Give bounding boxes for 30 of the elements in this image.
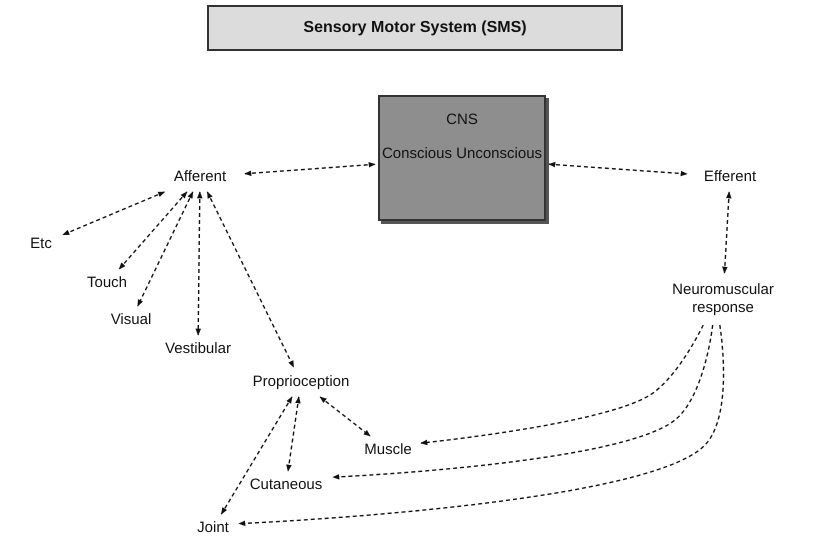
arrow [62, 191, 166, 236]
arrow [220, 396, 293, 515]
title-bar [207, 5, 623, 51]
box-text: Conscious Unconscious [382, 145, 542, 163]
cns-box [378, 95, 546, 221]
arrow [244, 162, 376, 176]
arrow [420, 324, 704, 446]
arrow [137, 191, 194, 307]
node-label: Muscle [364, 441, 412, 459]
node-label: Joint [197, 519, 229, 537]
node-label: Afferent [174, 168, 226, 186]
arrow [206, 191, 294, 368]
node-label: Vestibular [165, 340, 231, 358]
node-label: Efferent [704, 168, 756, 186]
arrow [195, 191, 203, 336]
node-label: Neuromuscular response [671, 281, 775, 317]
node-label: Visual [110, 311, 152, 329]
label-text: Sensory Motor System (SMS) [303, 18, 527, 38]
arrow [722, 191, 732, 274]
arrow [286, 396, 301, 472]
arrow [548, 162, 688, 176]
node-label: Etc [30, 235, 52, 253]
arrow [238, 324, 724, 526]
node-label: Cutaneous [250, 476, 322, 494]
arrow [320, 396, 371, 437]
node-label: Touch [86, 274, 128, 292]
arrow [118, 191, 188, 270]
arrow [332, 324, 714, 480]
node-label: Proprioception [252, 373, 350, 391]
box-heading: CNS [446, 111, 478, 129]
